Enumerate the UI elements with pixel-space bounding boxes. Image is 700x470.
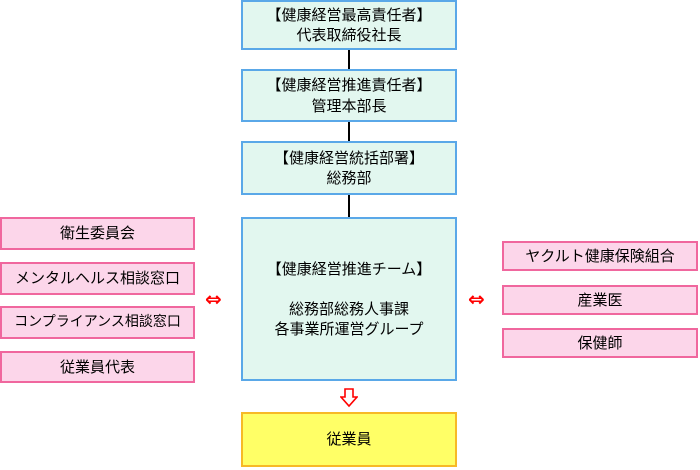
team-title: 【健康経営推進チーム】 [266,259,432,278]
box-title: 【健康経営最高責任者】 [266,5,432,24]
left-partner-box: 従業員代表 [0,351,195,383]
partner-label: コンプライアンス相談窓口 [14,314,181,331]
employees-label: 従業員 [326,430,372,449]
box-title: 【健康経営統括部署】 [273,148,424,167]
partner-label: ヤクルト健康保険組合 [525,246,675,265]
bidirectional-arrow-left-icon: ⇔ [205,287,222,311]
partner-label: 保健師 [577,333,623,352]
partner-label: 衛生委員会 [59,224,135,243]
chief-health-officer-box: 【健康経営最高責任者】 代表取締役社長 [241,0,457,50]
box-subtitle: 代表取締役社長 [296,26,402,44]
left-partner-box: メンタルヘルス相談窓口 [0,262,195,295]
right-partner-box: 産業医 [502,285,698,315]
partner-label: 従業員代表 [59,357,135,376]
right-partner-box: ヤクルト健康保険組合 [502,241,698,271]
connector-line [348,122,350,141]
box-title: 【健康経営推進責任者】 [266,76,432,95]
right-partner-box: 保健師 [502,328,698,358]
partner-label: 産業医 [577,290,623,309]
down-arrow-icon [340,388,358,408]
promotion-team-box: 【健康経営推進チーム】 総務部総務人事課 各事業所運営グループ [241,217,457,381]
partner-label: メンタルヘルス相談窓口 [14,269,180,288]
connector-line [348,195,350,217]
left-partner-box: 衛生委員会 [0,217,195,250]
connector-line [348,50,350,69]
left-partner-box: コンプライアンス相談窓口 [0,306,195,339]
promotion-officer-box: 【健康経営推進責任者】 管理本部長 [241,69,457,122]
box-subtitle: 総務部 [326,169,372,187]
employees-box: 従業員 [241,412,457,467]
bidirectional-arrow-right-icon: ⇔ [468,287,485,311]
team-line1: 総務部総務人事課 [288,299,409,318]
team-line2: 各事業所運営グループ [274,320,424,339]
box-subtitle: 管理本部長 [311,96,387,115]
general-dept-box: 【健康経営統括部署】 総務部 [241,141,457,195]
